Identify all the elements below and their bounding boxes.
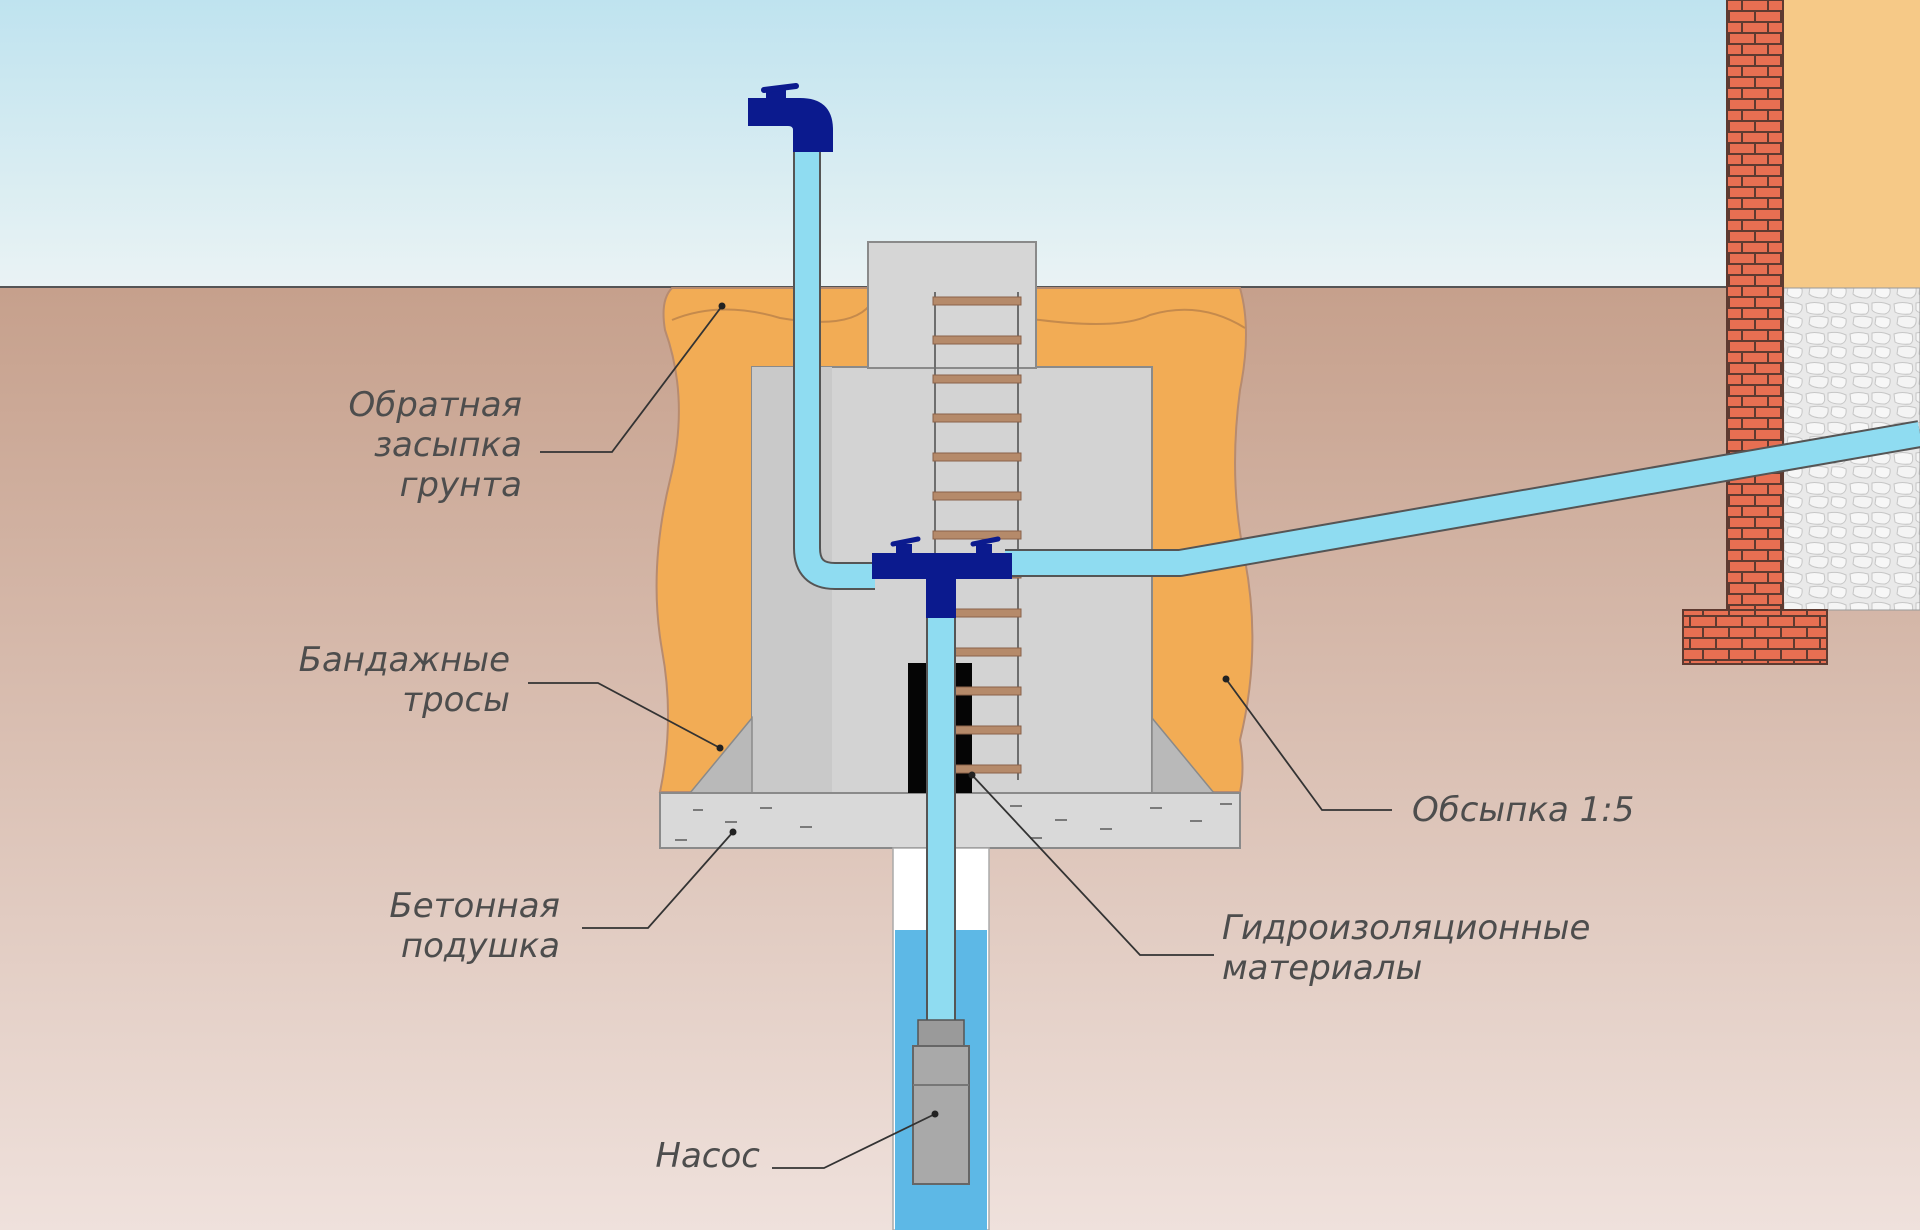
label-backfill: Обратная засыпка грунта xyxy=(300,385,522,505)
pump-body xyxy=(912,1045,970,1185)
label-concrete-pad-line-1: Бетонная xyxy=(389,886,560,926)
leader-bands xyxy=(528,682,721,749)
tee-valve-left xyxy=(896,544,912,554)
marker-pump xyxy=(931,1110,939,1118)
label-waterproofing: Гидроизоляционные материалы xyxy=(1222,908,1642,988)
label-waterproofing-line-2: материалы xyxy=(1222,948,1423,988)
brick-column xyxy=(1726,0,1784,613)
label-backfill-line-1: Обратная xyxy=(348,385,522,425)
marker-waterproofing xyxy=(968,771,976,779)
label-pump: Насос xyxy=(600,1136,760,1176)
pump-cap xyxy=(917,1019,965,1049)
well-pipe xyxy=(928,600,954,1030)
tee-fitting xyxy=(872,553,1012,579)
label-bands-line-2: тросы xyxy=(402,680,510,720)
tee-valve-right-handle xyxy=(970,536,1001,547)
leader-pump xyxy=(772,1113,936,1169)
concrete-speckles xyxy=(675,803,1232,841)
house-pipe xyxy=(1005,422,1920,575)
marker-backfill xyxy=(718,302,726,310)
wall-wood xyxy=(1782,0,1920,290)
brick-footing xyxy=(1682,609,1828,665)
marker-concrete-pad xyxy=(729,828,737,836)
sky xyxy=(0,0,1920,288)
tee-valve-right xyxy=(976,544,992,554)
backfill-upper-edge xyxy=(671,303,1246,329)
label-pump-line-1: Насос xyxy=(655,1136,760,1176)
leader-backfill xyxy=(540,305,723,453)
tee-fitting-stem xyxy=(926,576,956,618)
label-concrete-pad: Бетонная подушка xyxy=(330,886,560,966)
supply-pipe-vertical-fill xyxy=(795,150,875,588)
top-faucet-valve xyxy=(766,90,786,100)
marker-sand-fill xyxy=(1222,675,1230,683)
tee-valve-left-handle xyxy=(890,536,921,547)
label-bands: Бандажные тросы xyxy=(260,640,510,720)
label-sand-fill: Обсыпка 1:5 xyxy=(1412,790,1692,830)
label-bands-line-1: Бандажные xyxy=(298,640,510,680)
label-backfill-line-2: засыпка xyxy=(373,425,522,465)
label-backfill-line-3: грунта xyxy=(399,465,522,505)
leader-waterproofing xyxy=(971,774,1214,956)
leader-concrete-pad xyxy=(582,831,734,929)
label-sand-fill-line-1: Обсыпка 1:5 xyxy=(1412,790,1635,830)
marker-bands xyxy=(716,744,724,752)
label-waterproofing-line-1: Гидроизоляционные xyxy=(1222,908,1591,948)
label-concrete-pad-line-2: подушка xyxy=(400,926,560,966)
leader-sand-fill xyxy=(1225,678,1392,811)
top-faucet-elbow xyxy=(748,98,833,152)
top-faucet-handle xyxy=(761,83,799,93)
